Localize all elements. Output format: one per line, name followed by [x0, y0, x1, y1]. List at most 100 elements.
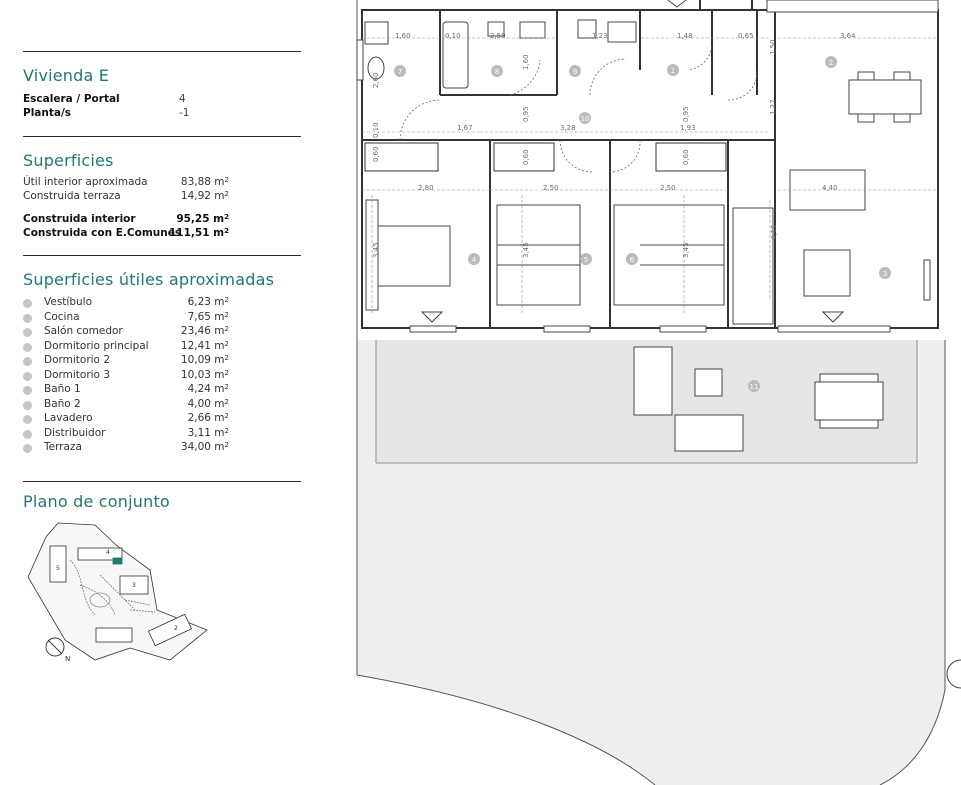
- room-area: 34,00 m2: [180, 441, 229, 453]
- superficie-value: 95,25 m2: [176, 213, 229, 225]
- superficies-title: Superficies: [23, 151, 114, 170]
- superficie-label: Construida con E.Comunes: [23, 227, 182, 239]
- dimension-label: 3,45: [372, 242, 380, 258]
- dimension-label: 1,60: [395, 32, 411, 40]
- room-area: 12,41 m2: [180, 339, 229, 352]
- svg-text:4: 4: [472, 256, 477, 264]
- room-marker: 2: [825, 56, 837, 68]
- dimension-label: 0,95: [522, 106, 530, 122]
- dimension-label: 3,45: [522, 242, 530, 258]
- room-area: 6,23 m2: [187, 296, 229, 308]
- room-marker: 9: [569, 65, 581, 77]
- superficie-label: Construida interior: [23, 213, 136, 225]
- dimension-lines: [362, 37, 938, 315]
- room-marker: 4: [468, 253, 480, 265]
- svg-text:8: 8: [495, 68, 499, 76]
- room-area: 10,03 m2: [180, 368, 229, 381]
- dimension-label: 2,60: [372, 72, 380, 88]
- garden-edge: [879, 340, 946, 785]
- kitchen-counter: [766, 0, 939, 13]
- view-arrow-icons: [420, 311, 845, 323]
- svg-text:10: 10: [581, 115, 590, 123]
- dimension-label: 2,50: [543, 184, 559, 192]
- divider: [23, 136, 301, 137]
- superficie-value: 14,92 m2: [180, 190, 229, 202]
- dimension-label: 3,64: [840, 32, 856, 40]
- room-marker: 7: [394, 65, 406, 77]
- room-area: 7,65 m2: [187, 310, 229, 323]
- room-name: Dormitorio 2: [44, 354, 111, 366]
- room-marker: 3: [879, 267, 891, 279]
- divider: [23, 51, 301, 52]
- room-name: Vestíbulo: [44, 296, 92, 308]
- room-name: Baño 2: [44, 397, 81, 410]
- room-marker: 8: [491, 65, 503, 77]
- dimension-label: 0,60: [372, 146, 380, 162]
- garden-curve: [356, 674, 656, 785]
- room-marker: 6: [626, 253, 638, 265]
- bullet-icon: [23, 400, 32, 410]
- bullet-icon: [23, 313, 32, 323]
- dimension-label: 3,45: [682, 242, 690, 258]
- planta-label: Planta/s: [23, 107, 72, 119]
- room-area: 4,24 m2: [187, 383, 229, 395]
- svg-text:11: 11: [750, 383, 759, 391]
- unit-title: Vivienda E: [23, 66, 110, 85]
- windows: [356, 39, 891, 333]
- compass-icon: [946, 659, 961, 689]
- superficie-value: 83,88 m2: [180, 176, 229, 188]
- dimension-label: 1,67: [457, 124, 473, 132]
- room-area: 4,00 m2: [187, 397, 229, 410]
- beds: [365, 199, 725, 311]
- superficie-label: Construida terraza: [23, 190, 121, 202]
- room-area: 10,09 m2: [180, 354, 229, 366]
- dimension-label: 1,60: [522, 54, 530, 70]
- dimension-label: 1,23: [592, 32, 608, 40]
- planta-value: -1: [179, 107, 190, 119]
- walls: [361, 9, 939, 329]
- dimension-label: 2,80: [418, 184, 434, 192]
- escalera-label: Escalera / Portal: [23, 93, 120, 105]
- svg-text:2: 2: [829, 59, 833, 67]
- dimension-label: 2,50: [490, 32, 506, 40]
- conjunto-title: Plano de conjunto: [23, 492, 170, 511]
- svg-text:3: 3: [883, 270, 887, 278]
- terrace-furniture: [633, 346, 884, 452]
- dimension-label: 4,15: [770, 224, 778, 240]
- dimension-label: 3,28: [560, 124, 576, 132]
- bullet-icon: [23, 429, 32, 439]
- dimension-label: 1,27: [769, 99, 777, 115]
- room-marker: 5: [580, 253, 592, 265]
- bullet-icon: [23, 328, 32, 337]
- bullet-icon: [23, 299, 32, 308]
- dimension-label: 0,60: [522, 149, 530, 165]
- room-area: 2,66 m2: [187, 412, 229, 424]
- utiles-title: Superficies útiles aproximadas: [23, 270, 275, 289]
- bullet-icon: [23, 386, 32, 395]
- room-area: 23,46 m2: [180, 325, 229, 337]
- dimension-label: 0,10: [445, 32, 461, 40]
- svg-text:9: 9: [573, 68, 577, 76]
- room-name: Terraza: [44, 441, 82, 453]
- svg-text:5: 5: [584, 256, 588, 264]
- dimension-label: 0,60: [682, 149, 690, 165]
- room-area: 3,11 m2: [187, 426, 229, 439]
- entrance-marker: [667, 0, 687, 8]
- superficie-label: Útil interior aproximada: [23, 176, 148, 188]
- superficie-value: 111,51 m2: [169, 227, 229, 239]
- dimension-label: 4,40: [822, 184, 838, 192]
- room-name: Distribuidor: [44, 426, 106, 439]
- room-name: Dormitorio principal: [44, 339, 149, 352]
- bullet-icon: [23, 357, 32, 366]
- svg-text:6: 6: [630, 256, 635, 264]
- room-name: Lavadero: [44, 412, 93, 424]
- dimension-label: 0,65: [738, 32, 754, 40]
- bullet-icon: [23, 342, 32, 352]
- svg-text:1: 1: [671, 67, 675, 75]
- room-name: Cocina: [44, 310, 80, 323]
- escalera-value: 4: [179, 93, 186, 105]
- dimension-label: 0,10: [372, 122, 380, 138]
- room-marker: 10: [579, 112, 591, 124]
- living-furniture: [732, 71, 931, 325]
